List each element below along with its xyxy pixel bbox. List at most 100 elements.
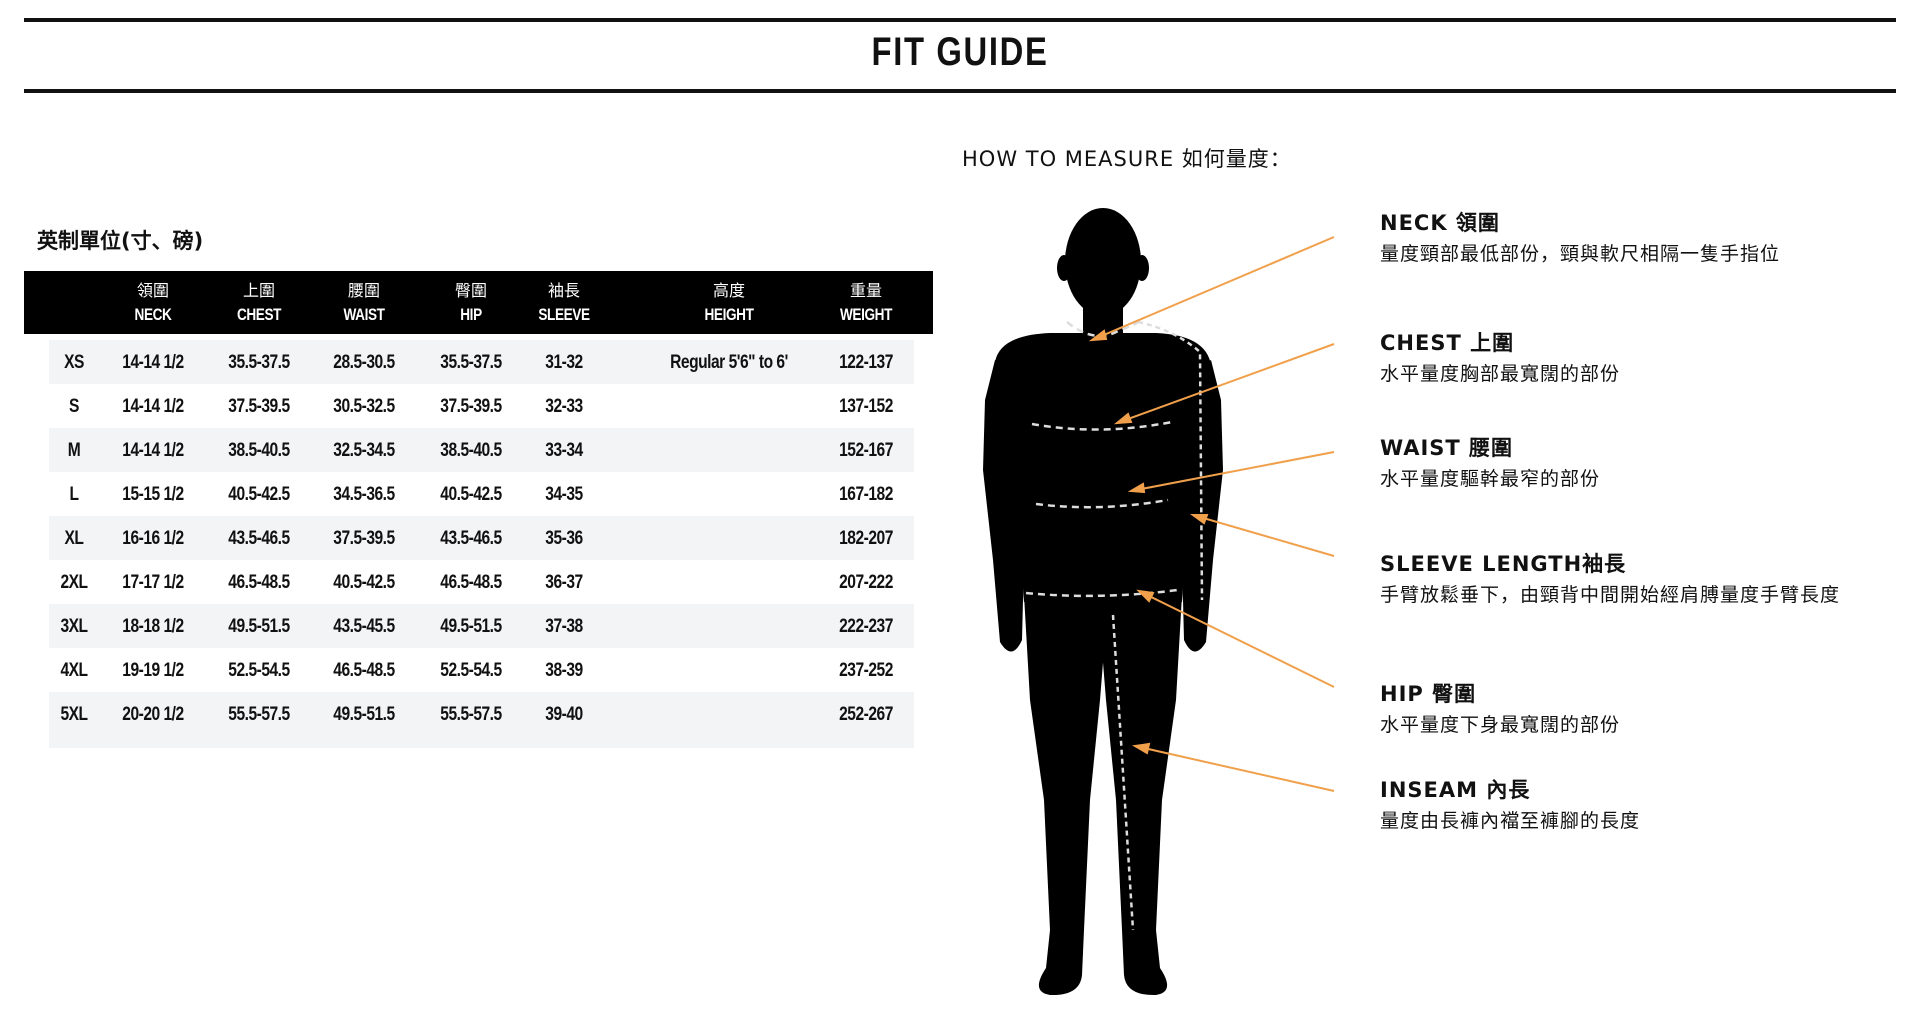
table-cell: 237-252	[839, 660, 893, 681]
measure-description: 量度頸部最低部份，頸與軟尺相隔一隻手指位	[1380, 243, 1781, 265]
table-cell: 152-167	[839, 440, 893, 461]
table-cell: 49.5-51.5	[333, 704, 395, 725]
table-cell: 17-17 1/2	[122, 572, 184, 593]
measure-title: NECK 領圍	[1380, 211, 1500, 235]
table-cell: 32.5-34.5	[333, 440, 395, 461]
table-cell: 33-34	[545, 440, 583, 461]
column-header-hip: 臀圍 HIP	[411, 277, 531, 325]
table-cell: 43.5-45.5	[333, 616, 395, 637]
size-cell: M	[67, 440, 81, 461]
table-cell: 38.5-40.5	[440, 440, 502, 461]
measure-title: SLEEVE LENGTH袖長	[1380, 552, 1627, 576]
column-header-en: WEIGHT	[840, 305, 892, 324]
column-header-en: NECK	[134, 305, 172, 324]
column-header-en: HIP	[460, 305, 482, 324]
column-header-en: SLEEVE	[538, 305, 590, 324]
table-cell: 34.5-36.5	[333, 484, 395, 505]
top-rule	[24, 18, 1896, 22]
table-cell: 37.5-39.5	[440, 396, 502, 417]
table-cell: 20-20 1/2	[122, 704, 184, 725]
table-cell: 222-237	[839, 616, 893, 637]
how-to-measure-heading: HOW TO MEASURE 如何量度：	[962, 147, 1292, 171]
size-cell: 2XL	[60, 572, 88, 593]
measure-title: HIP 臀圍	[1380, 682, 1477, 706]
measure-item: INSEAM 內長量度由長褲內襠至褲腳的長度	[1380, 774, 1640, 833]
column-header-zh: 領圍	[136, 281, 169, 300]
measure-item: WAIST 腰圍水平量度驅幹最窄的部份	[1380, 432, 1600, 491]
table-cell: 36-37	[545, 572, 583, 593]
column-header-sleeve: 袖長 SLEEVE	[504, 277, 624, 325]
table-cell: 31-32	[545, 352, 583, 373]
table-footer-stripe	[49, 736, 914, 748]
column-header-zh: 高度	[712, 281, 745, 300]
table-cell: 35.5-37.5	[228, 352, 290, 373]
table-cell: 15-15 1/2	[122, 484, 184, 505]
measure-item: NECK 領圍量度頸部最低部份，頸與軟尺相隔一隻手指位	[1380, 207, 1780, 266]
table-cell: 182-207	[839, 528, 893, 549]
table-cell: 38.5-40.5	[228, 440, 290, 461]
measure-item: HIP 臀圍水平量度下身最寬闊的部份	[1380, 678, 1620, 737]
measure-dashed-lines	[1025, 320, 1204, 931]
table-cell: 37.5-39.5	[228, 396, 290, 417]
table-cell: 137-152	[839, 396, 893, 417]
table-cell: 34-35	[545, 484, 583, 505]
measure-description: 手臂放鬆垂下，由頸背中間開始經肩膊量度手臂長度	[1380, 584, 1841, 606]
column-header-en: WAIST	[343, 305, 385, 324]
table-cell: 14-14 1/2	[122, 352, 184, 373]
table-cell: 39-40	[545, 704, 583, 725]
table-cell: 55.5-57.5	[440, 704, 502, 725]
table-cell: 252-267	[839, 704, 893, 725]
table-cell: 49.5-51.5	[228, 616, 290, 637]
table-cell: 18-18 1/2	[122, 616, 184, 637]
page-title: FIT GUIDE	[871, 30, 1049, 74]
table-cell: Regular 5'6" to 6'	[670, 352, 788, 373]
size-cell: L	[69, 484, 79, 505]
size-cell: 5XL	[60, 704, 88, 725]
table-cell: 46.5-48.5	[440, 572, 502, 593]
table-cell: 207-222	[839, 572, 893, 593]
table-cell: 35-36	[545, 528, 583, 549]
measure-title: WAIST 腰圍	[1380, 436, 1514, 460]
table-cell: 16-16 1/2	[122, 528, 184, 549]
table-cell: 19-19 1/2	[122, 660, 184, 681]
table-cell: 40.5-42.5	[228, 484, 290, 505]
table-cell: 30.5-32.5	[333, 396, 395, 417]
table-cell: 37-38	[545, 616, 583, 637]
measure-title: CHEST 上圍	[1380, 331, 1515, 355]
table-cell: 122-137	[839, 352, 893, 373]
column-header-en: CHEST	[236, 305, 282, 324]
column-header-neck: 領圍 NECK	[93, 277, 213, 325]
measure-description: 水平量度下身最寬闊的部份	[1380, 714, 1621, 736]
table-cell: 49.5-51.5	[440, 616, 502, 637]
column-header-zh: 袖長	[547, 281, 580, 300]
size-cell: 3XL	[60, 616, 88, 637]
title-underline	[24, 89, 1896, 93]
table-cell: 167-182	[839, 484, 893, 505]
measure-item: CHEST 上圍水平量度胸部最寬闊的部份	[1380, 327, 1620, 386]
size-cell: XS	[64, 352, 84, 373]
size-cell: S	[69, 396, 79, 417]
unit-label: 英制單位(寸、磅)	[37, 229, 204, 253]
table-cell: 40.5-42.5	[333, 572, 395, 593]
measure-description: 量度由長褲內襠至褲腳的長度	[1380, 810, 1641, 832]
table-cell: 43.5-46.5	[228, 528, 290, 549]
measure-description: 水平量度驅幹最窄的部份	[1380, 468, 1601, 490]
column-header-zh: 臀圍	[454, 281, 487, 300]
measure-arrows	[1088, 236, 1335, 792]
table-cell: 14-14 1/2	[122, 396, 184, 417]
table-cell: 38-39	[545, 660, 583, 681]
measure-description: 水平量度胸部最寬闊的部份	[1380, 363, 1621, 385]
